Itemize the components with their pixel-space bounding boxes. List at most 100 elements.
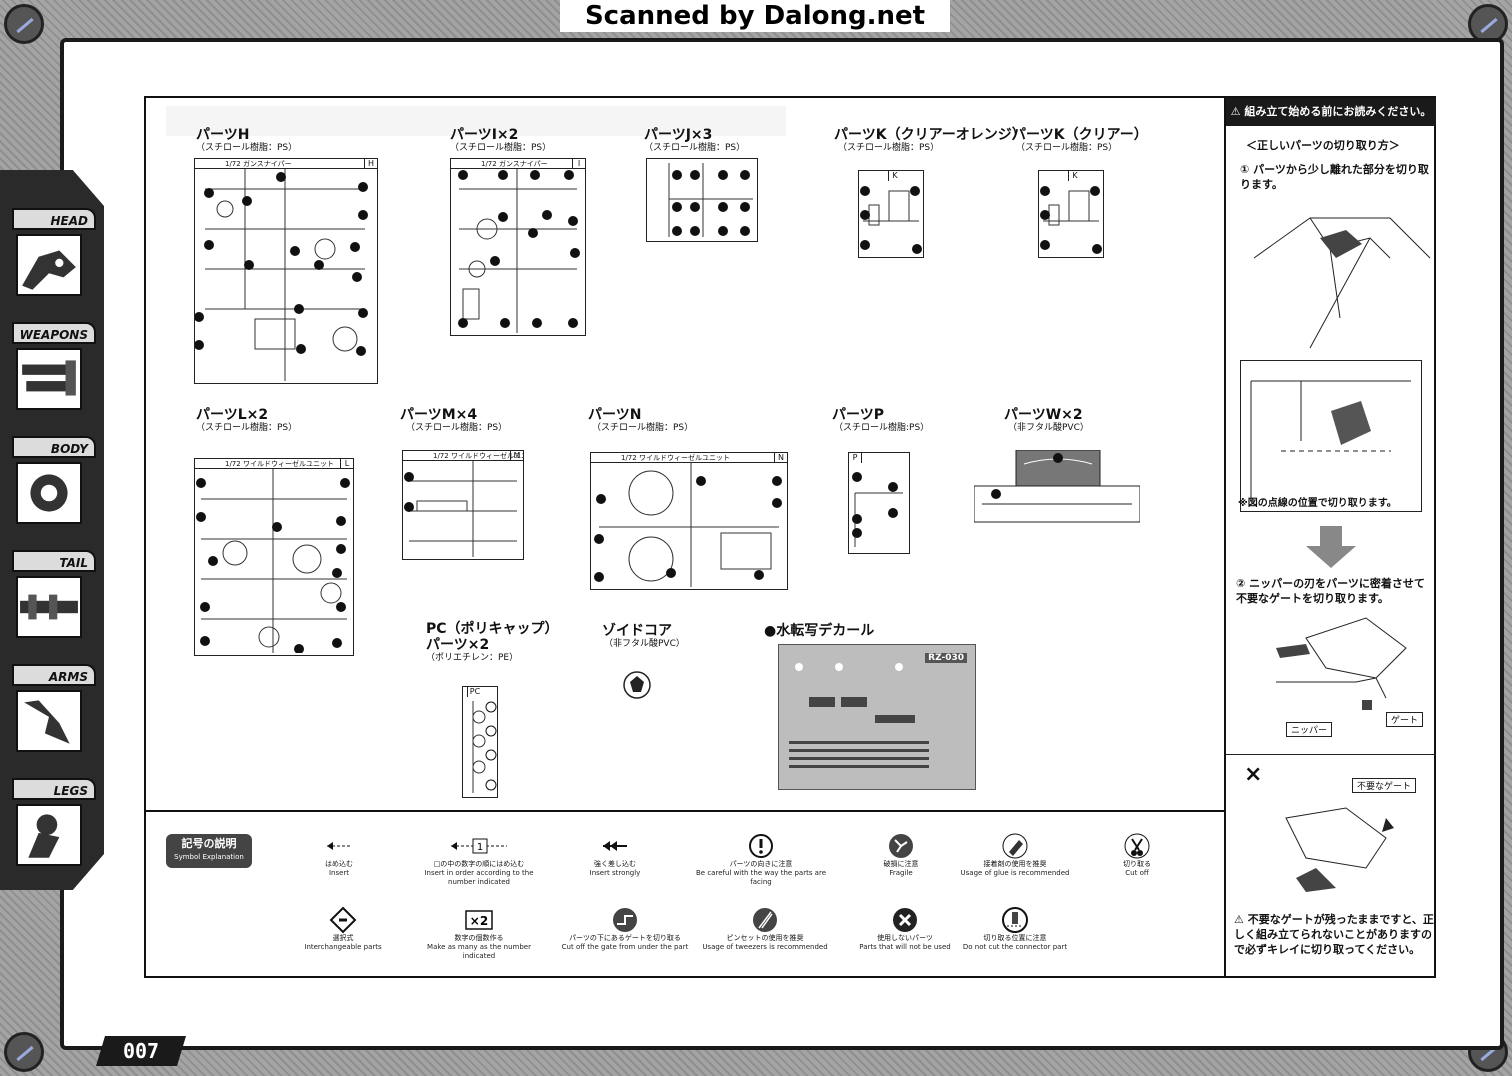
bad-cut-diagram (1285, 807, 1394, 892)
sprue-h: 1/72 ガンスナイパー H (194, 158, 378, 384)
symbol-jp: 切り取る位置に注意 (983, 934, 1047, 942)
multiply-count-icon: ×2 (465, 906, 493, 934)
insert-arrow-icon (325, 832, 353, 860)
sprue-i: 1/72 ガンスナイパー I (450, 158, 586, 336)
sprue-letter: H (364, 159, 377, 169)
decal-graphics (789, 663, 929, 768)
symbol-en: Be careful with the way the parts are fa… (696, 869, 827, 886)
part-title: ●水転写デカール (764, 623, 875, 639)
sprue-k-clear: K (1038, 170, 1104, 258)
part-title: パーツI×2 (450, 127, 519, 143)
part-title: パーツ×2 (426, 637, 490, 653)
not-used-icon (891, 906, 919, 934)
symbol-jp: 接着剤の使用を推奨 (983, 860, 1047, 868)
part-material: （スチロール樹脂：PS） (196, 423, 298, 433)
note-dotted-line: ※図の点線の位置で切り取ります。 (1238, 498, 1397, 509)
wrong-mark-icon: × (1244, 762, 1263, 787)
part-title: パーツL×2 (196, 407, 269, 423)
sprue-label: 1/72 ガンスナイパー (451, 159, 585, 169)
badge-en: Symbol Explanation (174, 853, 244, 861)
part-title: PC（ポリキャップ） (426, 621, 559, 637)
glue-icon (1001, 832, 1029, 860)
sprue-j (646, 158, 758, 242)
head-thumbnail-icon (16, 234, 82, 296)
tab-label: BODY (12, 436, 96, 458)
warning-text: ⚠ 不要なゲートが残ったままですと、正しく組み立てられないことがありますので必ず… (1234, 913, 1434, 956)
cut-step1-zoom (1240, 360, 1422, 512)
page-number: 007 (96, 1036, 186, 1066)
tab-label: HEAD (12, 208, 96, 230)
part-material: （スチロール樹脂：PS） (838, 143, 940, 153)
symbol-en: Fragile (889, 869, 913, 877)
arms-thumbnail-icon (16, 690, 82, 752)
exclamation-icon (747, 832, 775, 860)
symbol-cut-position: 切り取る位置に注意 Do not cut the connector part (950, 906, 1080, 952)
part-title: パーツP (832, 407, 884, 423)
cutting-instructions-panel: ⚠ 組み立て始める前にお読みください。 ＜正しいパーツの切り取り方＞ ① パーツ… (1224, 98, 1438, 978)
symbol-jp: □の中の数字の順にはめ込む (433, 860, 525, 868)
sidebar-tab-body[interactable]: BODY (6, 436, 98, 536)
sprue-pc-drawing (472, 701, 497, 793)
sprue-p-drawing (852, 472, 903, 547)
sprue-letter: P (849, 453, 862, 463)
part-material: （ポリエチレン：PE） (426, 653, 519, 663)
sprue-letter: M (510, 451, 523, 461)
weapons-thumbnail-icon (16, 348, 82, 410)
symbol-en: Usage of glue is recommended (960, 869, 1070, 877)
sidebar-tab-arms[interactable]: ARMS (6, 664, 98, 764)
symbol-en: Insert strongly (589, 869, 641, 877)
sprue-j-drawing (668, 163, 753, 237)
down-arrow-icon (1306, 526, 1356, 568)
part-material: （スチロール樹脂：PS） (644, 143, 746, 153)
symbol-gate-under: パーツの下にあるゲートを切り取る Cut off the gate from u… (560, 906, 690, 952)
part-title: ゾイドコア (602, 623, 672, 639)
part-material: （非フタル酸PVC） (604, 639, 685, 649)
part-title: パーツM×4 (400, 407, 478, 423)
sprue-l-drawing (196, 469, 350, 653)
sprue-letter: L (340, 459, 353, 469)
corner-ornament-icon (4, 4, 44, 44)
sprue-letter: K (888, 171, 901, 181)
symbol-facing: パーツの向きに注意 Be careful with the way the pa… (696, 832, 826, 887)
double-arrow-icon (601, 832, 629, 860)
nipper-icon (1123, 832, 1151, 860)
cut-zoom-diagram (1250, 380, 1411, 501)
symbol-tweezers: ピンセットの使用を推奨 Usage of tweezers is recomme… (700, 906, 830, 952)
sidebar-tab-head[interactable]: HEAD (6, 208, 98, 308)
symbol-jp: パーツの下にあるゲートを切り取る (569, 934, 681, 942)
sprue-p: P (848, 452, 910, 554)
scanner-watermark: Scanned by Dalong.net (560, 0, 950, 32)
sidebar-tab-tail[interactable]: TAIL (6, 550, 98, 650)
broken-part-icon (887, 832, 915, 860)
unneeded-gate-label: 不要なゲート (1352, 778, 1417, 793)
symbol-jp: 強く差し込む (594, 860, 636, 868)
content-area: パーツH （スチロール樹脂：PS） 1/72 ガンスナイパー H パーツI×2 … (144, 96, 1436, 978)
sprue-n: 1/72 ワイルドウィーゼルユニット N (590, 452, 788, 590)
cut-position-icon (1001, 906, 1029, 934)
symbol-insert: はめ込む Insert (274, 832, 404, 878)
symbol-jp: 選択式 (332, 934, 354, 942)
sprue-label: 1/72 ワイルドウィーゼルユニット (403, 451, 523, 461)
part-title: パーツN (588, 407, 642, 423)
symbol-jp: 使用しないパーツ (877, 934, 933, 942)
decal-code: RZ-030 (925, 653, 967, 663)
sidebar-tab-weapons[interactable]: WEAPONS (6, 322, 98, 422)
legs-thumbnail-icon (16, 804, 82, 866)
symbol-insert-strongly: 強く差し込む Insert strongly (550, 832, 680, 878)
symbol-jp: 破損に注意 (883, 860, 919, 868)
part-title: パーツK（クリアー） (1012, 127, 1148, 143)
parts-list-panel: パーツH （スチロール樹脂：PS） 1/72 ガンスナイパー H パーツI×2 … (146, 98, 1224, 810)
sprue-h-drawing (195, 169, 368, 381)
sprue-pc: PC (462, 686, 498, 798)
gate-under-icon (611, 906, 639, 934)
symbol-jp: ピンセットの使用を推奨 (726, 934, 804, 942)
sidebar-tab-legs[interactable]: LEGS (6, 778, 98, 878)
nipper-label: ニッパー (1286, 722, 1333, 737)
tab-label: LEGS (12, 778, 96, 800)
symbol-en: Do not cut the connector part (962, 943, 1068, 951)
part-material: （スチロール樹脂：PS） (196, 143, 298, 153)
sprue-m-drawing (404, 461, 517, 557)
zoid-core-icon (623, 671, 651, 699)
sprue-l: 1/72 ワイルドウィーゼルユニット L (194, 458, 354, 656)
sprue-w-drawing (974, 450, 1140, 523)
